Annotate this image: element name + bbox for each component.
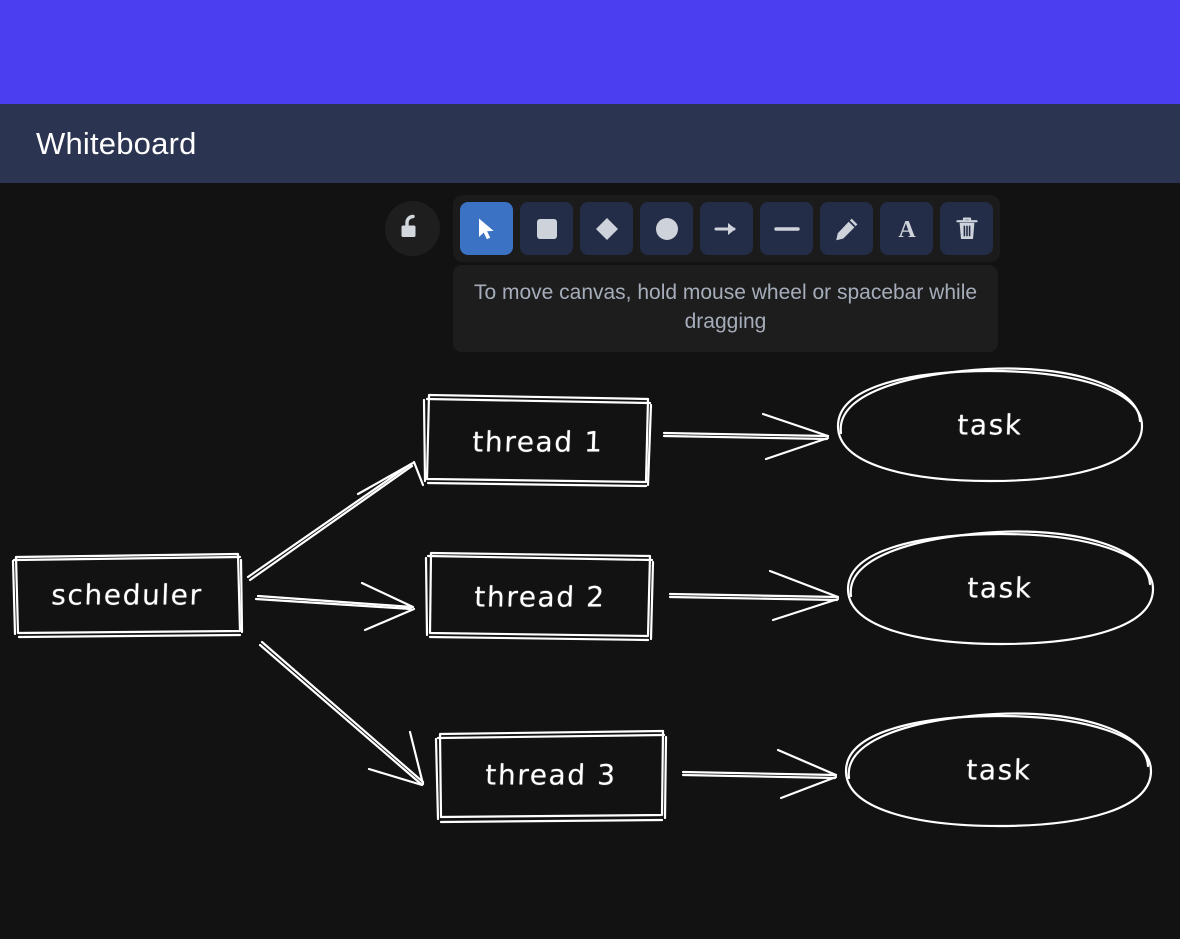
tool-text-button[interactable]: A (880, 202, 933, 255)
circle-icon (655, 217, 679, 241)
svg-text:A: A (898, 217, 916, 241)
tool-line-button[interactable] (760, 202, 813, 255)
square-icon (536, 218, 558, 240)
edge-thread1-task1 (662, 412, 830, 461)
edge-thread3-task3 (681, 748, 838, 800)
node-label-scheduler: scheduler (50, 578, 204, 612)
toolbar: A (385, 195, 1000, 262)
title-bar: Whiteboard (0, 104, 1180, 183)
edge-scheduler-thread1 (246, 460, 425, 582)
node-label-thread1: thread 1 (471, 425, 605, 459)
canvas-hint-text: To move canvas, hold mouse wheel or spac… (473, 281, 978, 333)
tool-group: A (453, 195, 1000, 262)
node-label-thread2: thread 2 (473, 580, 607, 614)
drawing-canvas[interactable]: scheduler thread 1 thread 2 thread 3 tas… (0, 183, 1180, 939)
edge-scheduler-thread3 (258, 640, 425, 787)
node-label-thread3: thread 3 (484, 758, 618, 792)
edge-scheduler-thread2 (254, 581, 416, 632)
cursor-arrow-icon (476, 217, 498, 241)
status-band (0, 0, 1180, 104)
lock-canvas-button[interactable] (385, 201, 440, 256)
tool-draw-button[interactable] (820, 202, 873, 255)
node-label-task3: task (965, 753, 1033, 787)
diamond-icon (595, 217, 619, 241)
unlock-icon (400, 213, 426, 244)
tool-selection-button[interactable] (460, 202, 513, 255)
pencil-icon (835, 217, 859, 241)
trash-icon (955, 216, 979, 241)
tool-ellipse-button[interactable] (640, 202, 693, 255)
arrow-right-icon (714, 219, 740, 239)
tool-arrow-button[interactable] (700, 202, 753, 255)
node-label-task1: task (956, 408, 1024, 442)
edge-thread2-task2 (668, 569, 840, 622)
page-title: Whiteboard (36, 125, 197, 161)
line-icon (773, 225, 800, 233)
node-label-task2: task (966, 571, 1034, 605)
text-a-icon: A (895, 217, 919, 241)
tool-rectangle-button[interactable] (520, 202, 573, 255)
canvas-hint: To move canvas, hold mouse wheel or spac… (453, 265, 998, 352)
tool-delete-button[interactable] (940, 202, 993, 255)
tool-diamond-button[interactable] (580, 202, 633, 255)
